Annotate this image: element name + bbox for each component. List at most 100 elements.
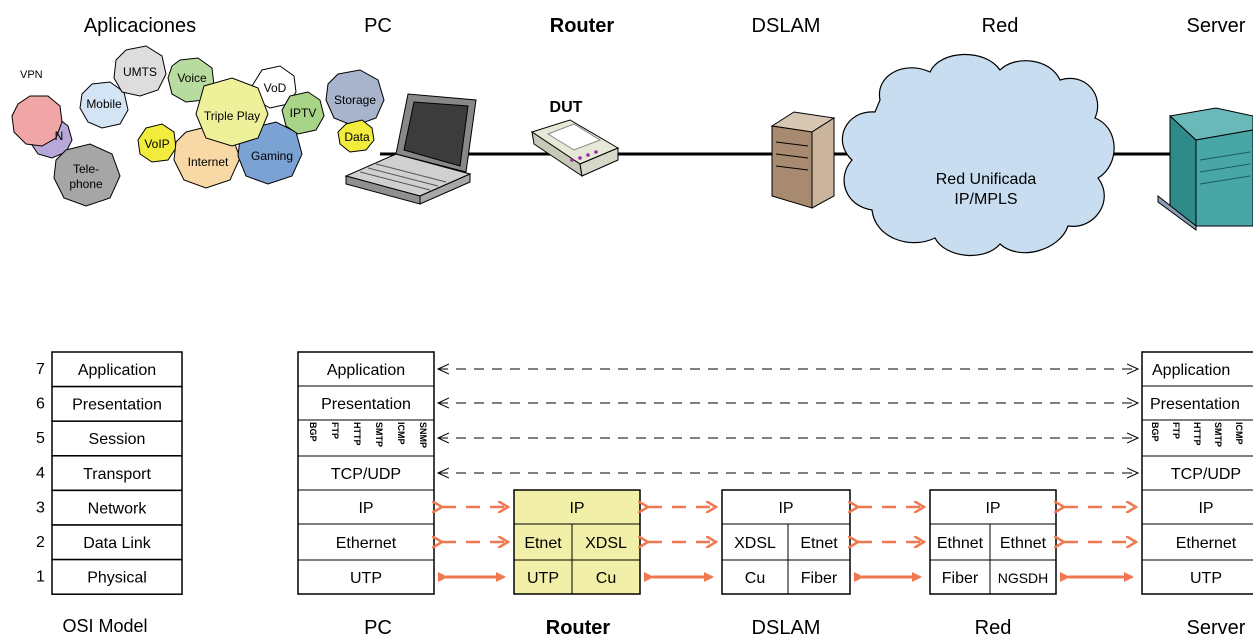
app-tele-blob — [53, 143, 121, 207]
protocol-label: SNMP — [418, 422, 428, 448]
app-data-label: Data — [344, 130, 370, 144]
app-cluster: VPN N Mobile UMTS Voice Tele- phone VoIP… — [11, 45, 385, 207]
app-internet-label: Internet — [188, 155, 229, 169]
osi-layer-cell — [51, 420, 183, 457]
router-stack: IP Etnet XDSL UTP Cu — [513, 489, 641, 595]
bottom-title-red: Red — [975, 617, 1012, 638]
network-cloud-icon — [841, 53, 1115, 257]
title-red: Red — [982, 15, 1019, 37]
app-gaming-label: Gaming — [251, 149, 293, 163]
osi-layer-cell — [51, 351, 183, 388]
osi-layer-cell — [51, 558, 183, 595]
osi-layer-cell — [51, 489, 183, 526]
app-umts-blob — [113, 45, 167, 97]
app-iptv-label: IPTV — [290, 106, 317, 120]
title-pc: PC — [364, 15, 392, 37]
router-ph-right: Cu — [596, 570, 616, 587]
osi-layer-number: 3 — [36, 499, 45, 516]
server-presentation: Presentation — [1150, 396, 1240, 413]
pc-transport: TCP/UDP — [331, 466, 401, 483]
pc-datalink: Ethernet — [336, 535, 397, 552]
osi-layer-number: 4 — [36, 465, 45, 482]
osi-layer-number: 2 — [36, 534, 45, 551]
app-tele-label-2: phone — [69, 177, 103, 191]
app-vod-label: VoD — [264, 81, 287, 95]
app-mobile-label: Mobile — [86, 97, 122, 111]
server-network: IP — [1198, 500, 1213, 517]
app-n-label: N — [55, 129, 64, 143]
pc-physical: UTP — [350, 570, 382, 587]
osi-layer-name: Application — [78, 362, 156, 379]
server-application: Application — [1152, 362, 1230, 379]
red-stack: IP Ethnet Ethnet Fiber NGSDH — [929, 489, 1057, 595]
app-voip-label: VoIP — [144, 137, 169, 151]
osi-layer-number: 6 — [36, 396, 45, 413]
server-datalink: Ethernet — [1176, 535, 1237, 552]
protocol-label: FTP — [1171, 422, 1181, 439]
dslam-dl-right: Etnet — [800, 535, 838, 552]
osi-layer-name: Session — [89, 431, 146, 448]
red-ph-left: Fiber — [942, 570, 979, 587]
laptop-icon — [344, 93, 477, 205]
osi-layer-number: 7 — [36, 361, 45, 378]
protocol-label: HTTP — [352, 422, 362, 446]
peer-dashed-arrows — [438, 369, 1138, 473]
osi-layer-cell — [51, 385, 183, 422]
cloud-label-line1: Red Unificada — [936, 171, 1037, 188]
protocol-label: ICMP — [396, 422, 406, 445]
app-umts-label: UMTS — [123, 65, 157, 79]
bottom-title-pc: PC — [364, 617, 392, 638]
server-stack-frame — [1141, 351, 1253, 595]
router-ip: IP — [569, 500, 584, 517]
dslam-ph-left: Cu — [745, 570, 765, 587]
osi-layer-name: Presentation — [72, 397, 162, 414]
osi-layer-name: Data Link — [83, 535, 152, 552]
protocol-label: BGP — [308, 422, 318, 442]
app-mobile-blob — [79, 81, 129, 129]
server-transport: TCP/UDP — [1171, 466, 1241, 483]
app-storage-label: Storage — [334, 93, 376, 107]
orange-link-arrows — [442, 507, 1136, 582]
dslam-ip: IP — [778, 500, 793, 517]
server-physical: UTP — [1190, 570, 1222, 587]
cloud-label-line2: IP/MPLS — [954, 191, 1017, 208]
red-dl-right: Ethnet — [1000, 535, 1047, 552]
router-ph-left: UTP — [527, 570, 559, 587]
bottom-title-dslam: DSLAM — [752, 617, 821, 638]
title-dslam: DSLAM — [752, 15, 821, 37]
app-voice-label: Voice — [177, 71, 207, 85]
dslam-stack: IP XDSL Etnet Cu Fiber — [721, 489, 851, 595]
red-dl-left: Ethnet — [937, 535, 984, 552]
router-dl-left: Etnet — [524, 535, 562, 552]
dut-label: DUT — [550, 99, 583, 116]
osi-model-caption: OSI Model — [62, 616, 147, 636]
title-router: Router — [550, 15, 615, 37]
osi-layer-name: Physical — [87, 570, 147, 587]
app-vpn-label: VPN — [20, 69, 43, 81]
pc-presentation: Presentation — [321, 396, 411, 413]
app-tele-label-1: Tele- — [73, 162, 99, 176]
server-icon — [1157, 107, 1253, 231]
osi-layer-number: 1 — [36, 569, 45, 586]
app-vpn-blob — [11, 95, 63, 147]
pc-stack-frame — [297, 351, 435, 595]
pc-network: IP — [358, 500, 373, 517]
bottom-title-server: Server — [1187, 617, 1246, 638]
dslam-dl-left: XDSL — [734, 535, 776, 552]
router-dl-right: XDSL — [585, 535, 627, 552]
app-triple-play-label: Triple Play — [204, 109, 260, 123]
app-data-blob — [337, 119, 375, 153]
red-ph-right: NGSDH — [998, 570, 1049, 586]
dslam-rack-icon — [770, 111, 836, 209]
bottom-title-router: Router — [546, 617, 611, 638]
protocol-label: HTTP — [1192, 422, 1202, 446]
app-voip-blob — [137, 123, 177, 163]
protocol-label: SMTP — [1213, 422, 1223, 447]
osi-layer-name: Transport — [83, 466, 151, 483]
title-server: Server — [1187, 15, 1246, 37]
